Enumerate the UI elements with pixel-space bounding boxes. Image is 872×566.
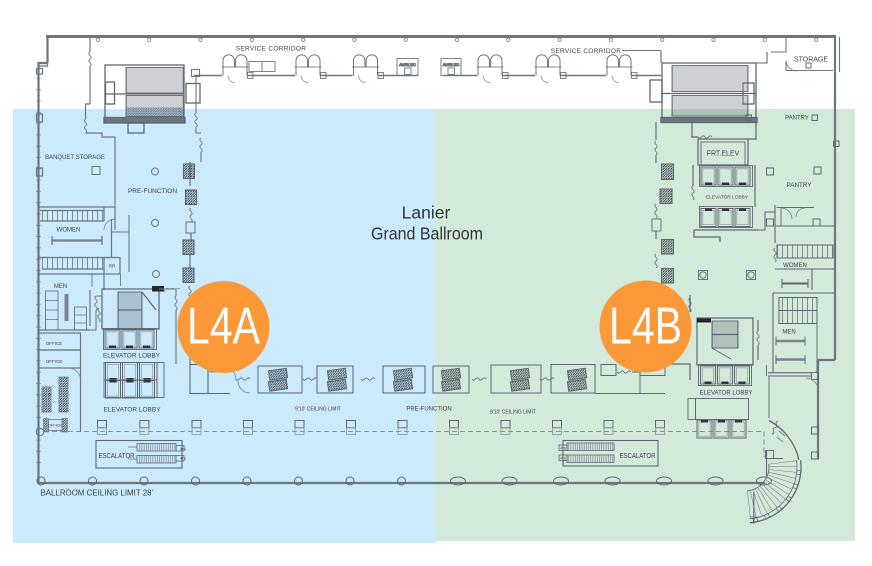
svg-text:AV/ELEC: AV/ELEC xyxy=(399,62,416,67)
svg-text:Grand Ballroom: Grand Ballroom xyxy=(371,224,483,244)
svg-text:AV/ELEC: AV/ELEC xyxy=(443,62,460,67)
svg-text:9'10' CEILING LIMIT: 9'10' CEILING LIMIT xyxy=(295,407,341,413)
svg-text:L4B: L4B xyxy=(609,298,682,356)
svg-text:4TS: 4TS xyxy=(560,447,566,451)
svg-text:WOMEN: WOMEN xyxy=(783,263,807,269)
svg-text:ESCALATOR: ESCALATOR xyxy=(620,453,656,460)
svg-text:9'10' CEILING LIMIT: 9'10' CEILING LIMIT xyxy=(490,410,536,416)
svg-text:OFFICE: OFFICE xyxy=(46,359,63,364)
svg-text:Lanier: Lanier xyxy=(402,203,451,223)
svg-text:PANTRY: PANTRY xyxy=(785,116,809,122)
svg-text:4TS: 4TS xyxy=(560,457,566,461)
svg-text:OFFICE: OFFICE xyxy=(46,341,63,346)
svg-text:BANQUET STORAGE: BANQUET STORAGE xyxy=(45,155,105,161)
svg-text:ELEVATOR LOBBY: ELEVATOR LOBBY xyxy=(700,391,753,397)
svg-text:PRE-FUNCTION: PRE-FUNCTION xyxy=(406,407,451,413)
svg-text:PANTRY: PANTRY xyxy=(787,182,813,189)
svg-text:L4A: L4A xyxy=(187,298,260,356)
svg-text:SERVICE CORRIDOR: SERVICE CORRIDOR xyxy=(236,46,306,53)
svg-text:ELEVATOR LOBBY: ELEVATOR LOBBY xyxy=(706,195,749,201)
svg-text:ESCALATOR: ESCALATOR xyxy=(99,453,135,460)
svg-text:MEN: MEN xyxy=(54,284,67,290)
svg-text:OFFICE: OFFICE xyxy=(48,424,62,428)
svg-text:4TS: 4TS xyxy=(180,448,186,452)
svg-text:SERVICE CORRIDOR: SERVICE CORRIDOR xyxy=(551,48,621,55)
svg-text:PRE-FUNCTION: PRE-FUNCTION xyxy=(128,188,177,195)
svg-text:4TS: 4TS xyxy=(180,457,186,461)
svg-text:STORAGE: STORAGE xyxy=(794,57,828,64)
svg-text:WOMEN: WOMEN xyxy=(57,228,81,234)
svg-text:ELEVATOR LOBBY: ELEVATOR LOBBY xyxy=(103,407,161,414)
svg-text:ELEVATOR LOBBY: ELEVATOR LOBBY xyxy=(103,353,161,360)
svg-text:MEN: MEN xyxy=(782,330,795,336)
svg-text:RR: RR xyxy=(109,264,116,269)
svg-text:BALLROOM CEILING LIMIT 28': BALLROOM CEILING LIMIT 28' xyxy=(41,489,154,498)
svg-text:FRT.ELEV: FRT.ELEV xyxy=(707,151,740,158)
